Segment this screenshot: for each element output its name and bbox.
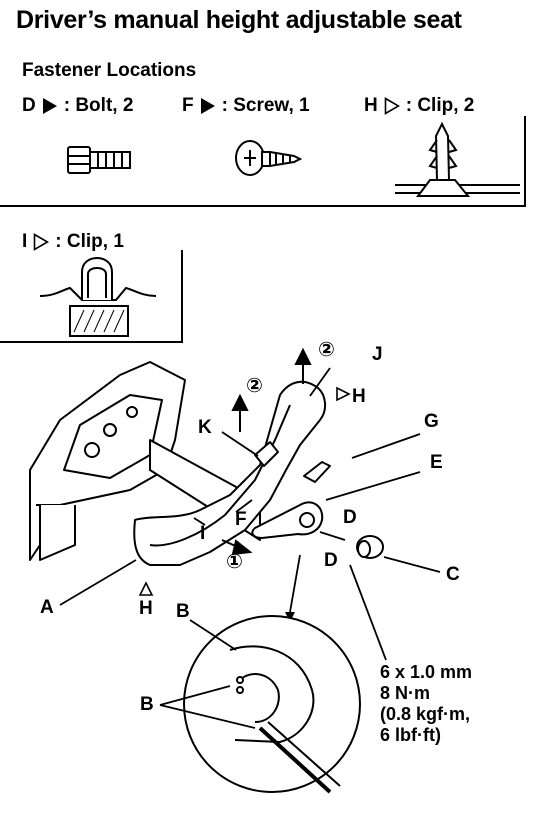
callout-d-lower: D — [324, 550, 338, 571]
solid-triangle-icon — [200, 98, 215, 114]
fastener-letter: D — [22, 95, 36, 116]
fastener-desc: : Screw, 1 — [221, 95, 310, 116]
spec-line: 6 x 1.0 mm — [380, 662, 473, 682]
callout-step-1: ① — [226, 551, 243, 573]
page-title: Driver’s manual height adjustable seat — [16, 6, 462, 34]
fastener-desc: : Bolt, 2 — [63, 95, 134, 116]
callout-k: K — [198, 417, 212, 438]
callout-h-lower: H — [139, 598, 153, 619]
fastener-desc: : Clip, 1 — [55, 231, 124, 252]
seat-frame-illustration — [29, 361, 384, 566]
clip-box-bottom-rule — [0, 341, 182, 343]
fastener-letter: F — [182, 95, 194, 116]
clip-box-right-rule — [181, 250, 183, 343]
callout-a: A — [40, 597, 54, 618]
fastener-legend-h: H : Clip, 2 — [364, 95, 474, 117]
fastener-legend-f: F : Screw, 1 — [182, 95, 310, 117]
spec-line: 8 N·m — [380, 683, 431, 703]
fastener-letter: I — [22, 231, 28, 252]
zoom-leader-lines — [159, 619, 256, 729]
fastener-desc: : Clip, 2 — [405, 95, 475, 116]
callout-d-upper: D — [343, 507, 357, 528]
solid-triangle-icon — [42, 98, 57, 114]
spec-line: 6 lbf·ft) — [380, 725, 441, 745]
callout-step-2-left: ② — [246, 375, 263, 397]
callout-j: J — [372, 344, 383, 365]
open-triangle-icon — [33, 233, 50, 251]
legend-right-rule — [524, 116, 526, 207]
callout-g: G — [424, 411, 439, 432]
callout-h-upper: H — [352, 386, 366, 407]
zoom-detail-circle — [183, 615, 361, 794]
callout-e: E — [430, 452, 443, 473]
callout-b-top: B — [176, 601, 190, 622]
screw-icon — [235, 140, 303, 176]
open-triangle-icon — [138, 581, 154, 596]
callout-b-left: B — [140, 694, 154, 715]
spec-line: (0.8 kgf·m, — [380, 704, 471, 724]
callout-step-2-right: ② — [318, 339, 335, 361]
open-triangle-icon — [384, 97, 400, 115]
clip-h-icon — [395, 121, 520, 197]
section-subtitle: Fastener Locations — [22, 60, 197, 81]
fastener-legend-d: D : Bolt, 2 — [22, 95, 133, 117]
fastener-letter: H — [364, 95, 378, 116]
callout-c: C — [446, 564, 460, 585]
bolt-icon — [67, 146, 131, 174]
torque-spec: 6 x 1.0 mm 8 N·m (0.8 kgf·m, 6 lbf·ft) — [380, 662, 472, 746]
fastener-legend-i: I : Clip, 1 — [22, 231, 124, 253]
open-triangle-icon — [336, 386, 351, 402]
callout-f: F — [235, 509, 247, 530]
direction-arrows — [221, 347, 312, 556]
clip-i-icon — [39, 256, 157, 337]
callout-i: I — [200, 523, 206, 544]
leader-lines — [59, 367, 441, 661]
legend-bottom-rule — [0, 205, 526, 207]
